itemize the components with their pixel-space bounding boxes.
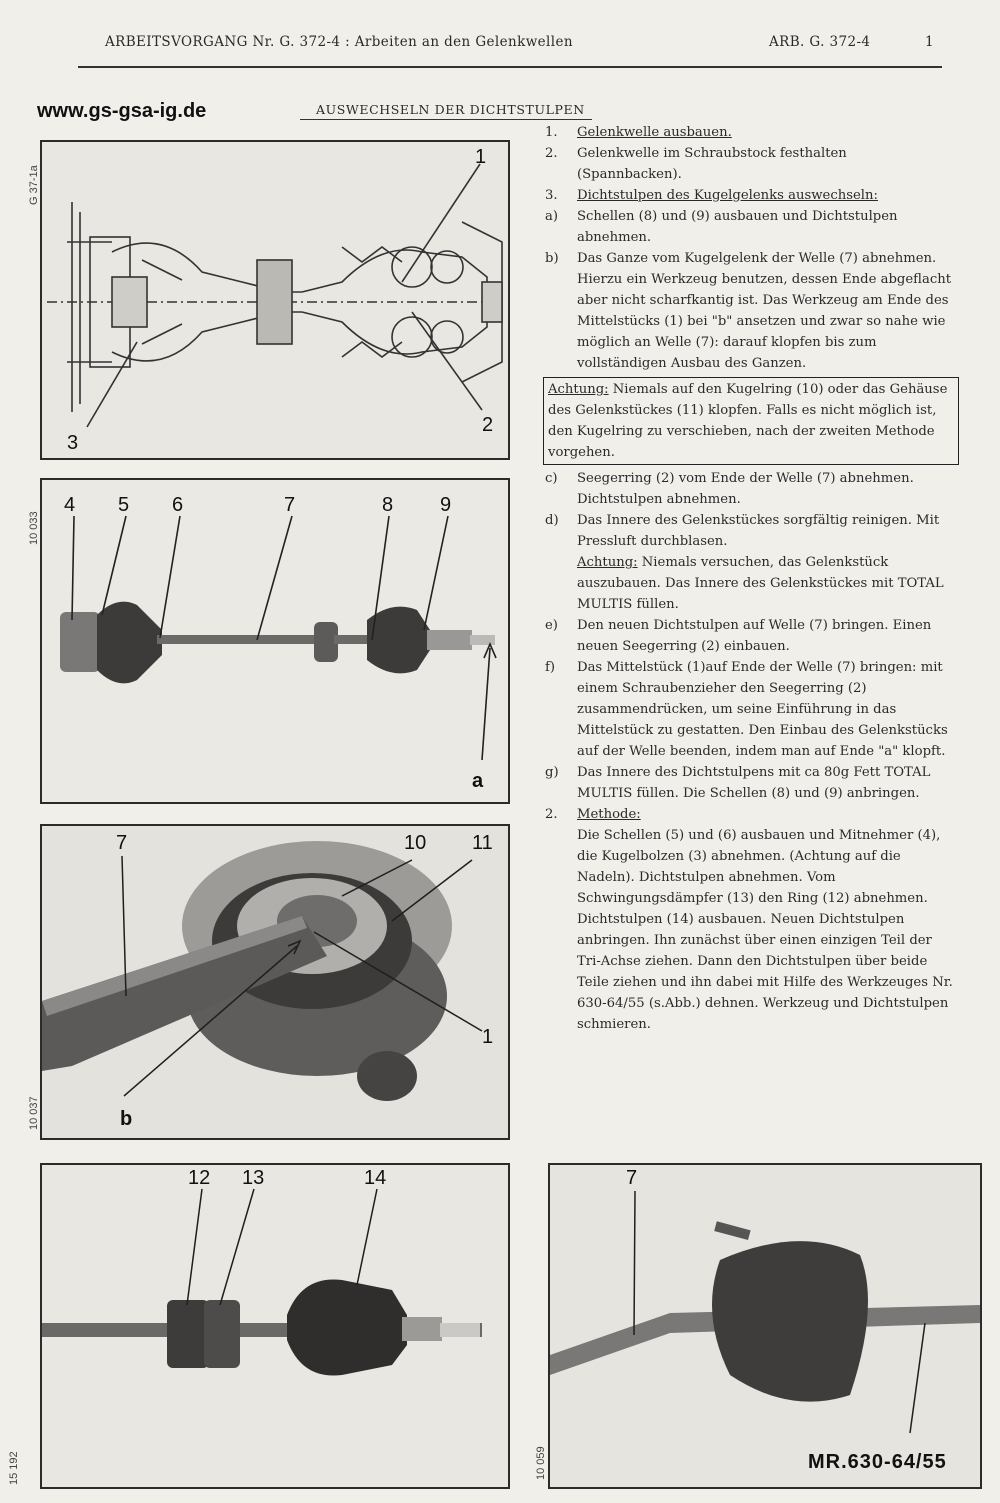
instructions: 1.Gelenkwelle ausbauen. 2.Gelenkwelle im… xyxy=(543,122,959,1035)
callout-1: 1 xyxy=(475,146,487,168)
callout-12: 12 xyxy=(188,1167,211,1189)
callout-13: 13 xyxy=(242,1167,265,1189)
callout-7: 7 xyxy=(626,1167,638,1189)
callout-7: 7 xyxy=(116,832,128,854)
step-f: f)Das Mittelstück (1)auf Ende der Welle … xyxy=(545,660,948,759)
callout-10: 10 xyxy=(404,832,427,854)
step-a: a)Schellen (8) und (9) ausbauen und Dich… xyxy=(545,209,898,245)
callout-6: 6 xyxy=(172,494,184,516)
figure-cross-section: 1 2 3 xyxy=(40,140,510,460)
step-d: d)Das Innere des Gelenkstückes sorgfälti… xyxy=(545,513,940,549)
figure-code: 10 037 xyxy=(28,1096,40,1130)
tool-label: MR.630-64/55 xyxy=(808,1451,947,1473)
step-1: 1.Gelenkwelle ausbauen. xyxy=(545,125,732,140)
step-3: 3.Dichtstulpen des Kugelgelenks auswechs… xyxy=(545,188,878,203)
header-arb: ARB. G. 372-4 xyxy=(769,34,871,50)
callout-14: 14 xyxy=(364,1167,387,1189)
step-2: 2.Gelenkwelle im Schraubstock festhalten… xyxy=(545,146,847,182)
drive-shaft-photo xyxy=(42,480,508,802)
method-2-heading: 2.Methode: xyxy=(545,807,641,822)
callout-8: 8 xyxy=(382,494,394,516)
method-2-text: Die Schellen (5) und (6) ausbauen und Mi… xyxy=(577,828,953,1032)
tool-photo xyxy=(550,1165,980,1487)
callout-4: 4 xyxy=(64,494,76,516)
figure-joint-closeup: 7 10 11 1 b xyxy=(40,824,510,1140)
step-b: b)Das Ganze vom Kugelgelenk der Welle (7… xyxy=(545,251,952,371)
callout-2: 2 xyxy=(482,414,494,436)
callout-1: 1 xyxy=(482,1026,494,1048)
step-g: g)Das Innere des Dichtstulpens mit ca 80… xyxy=(545,765,931,801)
callout-11: 11 xyxy=(472,832,493,854)
website-watermark: www.gs-gsa-ig.de xyxy=(37,100,207,122)
figure-damper-boot: 12 13 14 xyxy=(40,1163,510,1489)
section-title-underline xyxy=(300,119,592,120)
cross-section-drawing xyxy=(47,163,503,428)
page-header: ARBEITSVORGANG Nr. G. 372-4 : Arbeiten a… xyxy=(105,34,945,56)
step-e: e)Den neuen Dichtstulpen auf Welle (7) b… xyxy=(545,618,932,654)
section-title: AUSWECHSELN DER DICHTSTULPEN xyxy=(316,102,585,117)
callout-3: 3 xyxy=(67,432,79,454)
caution-note: Achtung: Niemals versuchen, das Gelenkst… xyxy=(577,555,944,612)
header-rule xyxy=(78,66,942,68)
figure-code: G 37-1a xyxy=(28,165,40,205)
joint-closeup-photo xyxy=(42,826,508,1138)
figure-tool: 7 MR.630-64/55 xyxy=(548,1163,982,1489)
figure-code: 15 192 xyxy=(8,1451,20,1485)
step-c: c)Seegerring (2) vom Ende der Welle (7) … xyxy=(545,471,914,507)
header-title: ARBEITSVORGANG Nr. G. 372-4 : Arbeiten a… xyxy=(105,34,573,50)
page-number: 1 xyxy=(925,34,934,50)
figure-drive-shaft: 4 5 6 7 8 9 a xyxy=(40,478,510,804)
callout-9: 9 xyxy=(440,494,452,516)
figure-code: 10 033 xyxy=(28,511,40,545)
figure-code: 10 059 xyxy=(535,1446,547,1480)
callout-b: b xyxy=(120,1108,133,1130)
callout-a: a xyxy=(472,770,484,792)
damper-boot-photo xyxy=(42,1165,508,1487)
callout-5: 5 xyxy=(118,494,130,516)
caution-box: Achtung: Niemals auf den Kugelring (10) … xyxy=(543,377,959,465)
callout-7: 7 xyxy=(284,494,296,516)
